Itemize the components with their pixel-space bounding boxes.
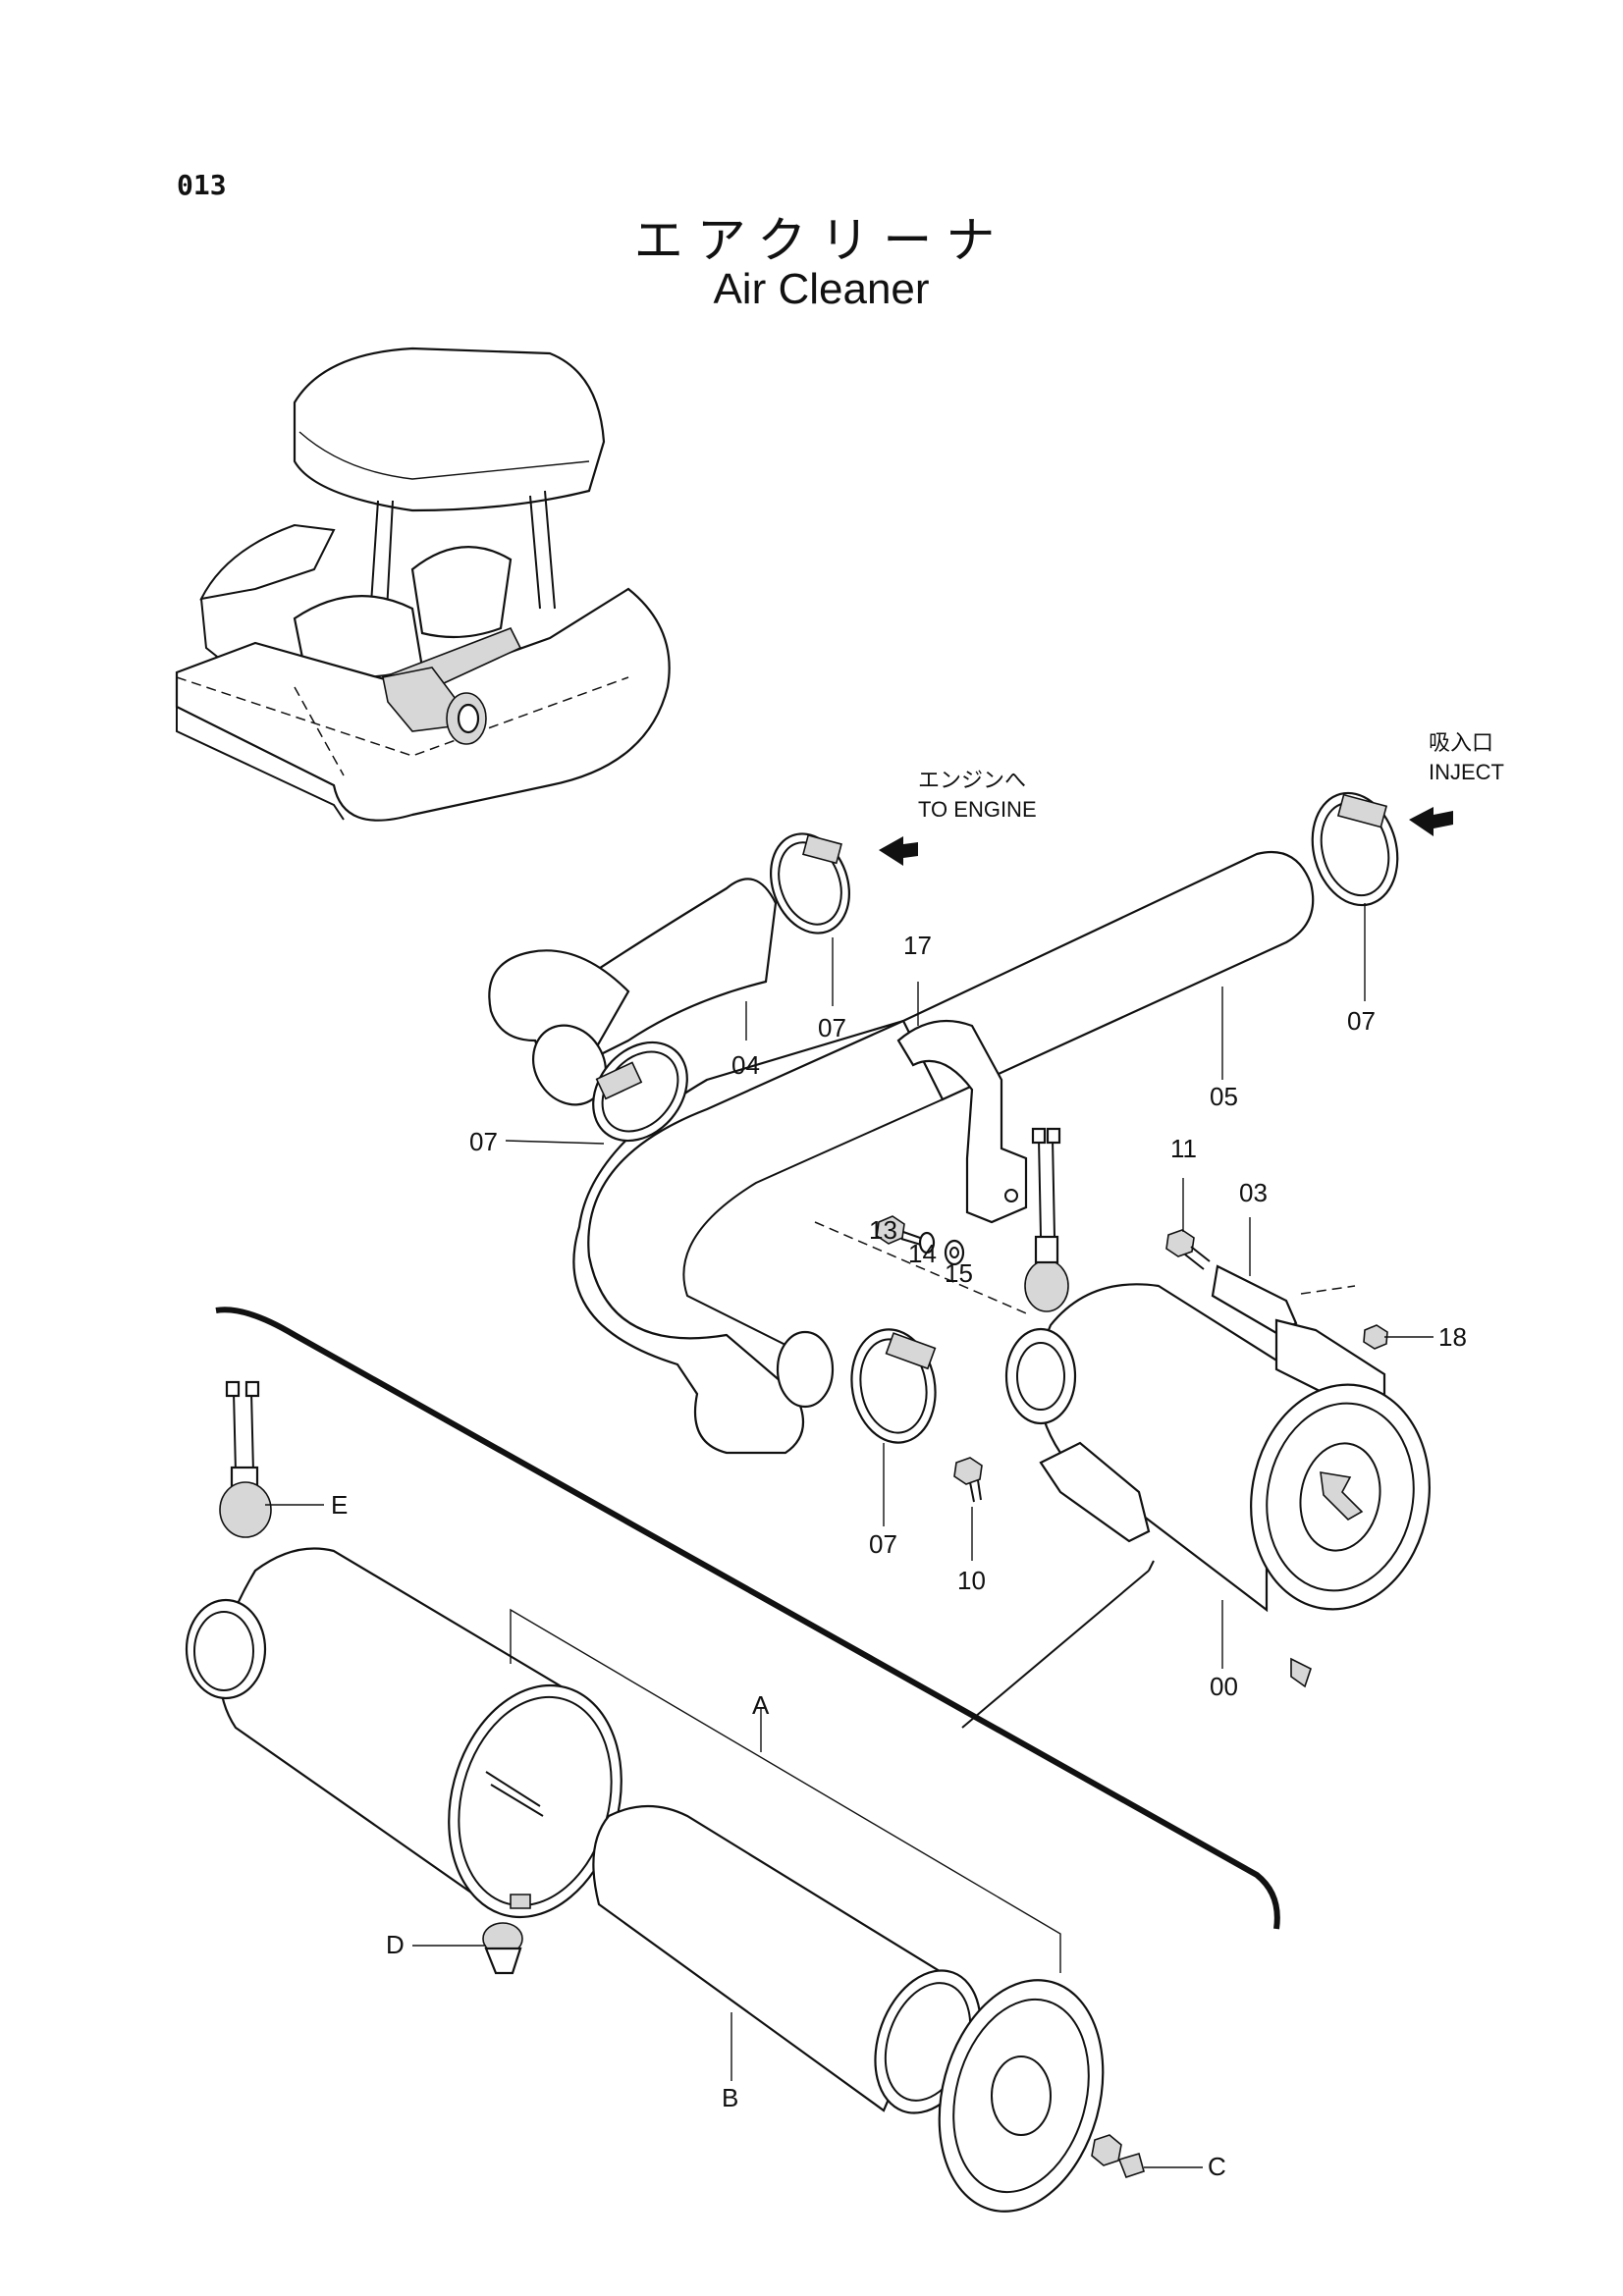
page-code: 013 xyxy=(177,169,227,201)
air-cleaner-assembly-00 xyxy=(1004,1264,1431,1688)
inject-note-en: INJECT xyxy=(1429,760,1504,784)
callout-15: 15 xyxy=(945,1258,973,1288)
exploded-view-divider xyxy=(215,1307,1280,1930)
title-english: Air Cleaner xyxy=(713,265,930,313)
clamp-07-left xyxy=(592,1041,688,1143)
washer-14 xyxy=(918,1231,936,1255)
callout-04: 04 xyxy=(731,1050,760,1080)
clamp-07-lower xyxy=(850,1328,937,1444)
callout-17: 17 xyxy=(903,931,932,960)
cover-exploded xyxy=(938,1979,1105,2213)
callout-E: E xyxy=(331,1490,349,1520)
callout-07-lower: 07 xyxy=(869,1529,897,1559)
callout-07-right: 07 xyxy=(1347,1006,1376,1036)
leader-lines xyxy=(265,903,1434,2168)
callout-07-top: 07 xyxy=(818,1013,846,1042)
inject-note-jp: 吸入口 xyxy=(1429,730,1494,755)
wing-nut-C xyxy=(1091,2134,1145,2178)
group-A-bracket xyxy=(510,1608,1061,1973)
filter-element-B xyxy=(592,1804,982,2114)
callout-C: C xyxy=(1208,2152,1226,2181)
callout-07-left: 07 xyxy=(469,1127,498,1156)
bolt-11 xyxy=(1165,1229,1211,1270)
callout-03: 03 xyxy=(1239,1178,1268,1207)
machine-overview xyxy=(175,347,671,822)
inject-note: 吸入口 INJECT xyxy=(1429,728,1504,787)
callout-14: 14 xyxy=(908,1239,937,1268)
title-japanese: エアクリーナ xyxy=(633,212,1009,269)
valve-D xyxy=(482,1922,523,1975)
bracket-17 xyxy=(896,1019,1028,1224)
to-engine-arrow-icon xyxy=(879,836,918,866)
washer-15 xyxy=(944,1239,965,1266)
to-engine-note-jp: エンジンへ xyxy=(918,768,1027,792)
callout-18: 18 xyxy=(1438,1322,1467,1352)
callout-05: 05 xyxy=(1210,1082,1238,1111)
callout-00: 00 xyxy=(1210,1672,1238,1701)
callout-A: A xyxy=(752,1690,770,1720)
bolt-10 xyxy=(953,1457,983,1503)
clamp-07-top-left xyxy=(770,832,850,934)
bolt-13 xyxy=(876,1215,924,1246)
to-engine-note-en: TO ENGINE xyxy=(918,797,1037,822)
air-cleaner-body-exploded xyxy=(185,1547,622,1919)
inject-arrow-icon xyxy=(1409,807,1453,836)
callout-B: B xyxy=(722,2083,739,2112)
restriction-indicator-upper xyxy=(1024,1127,1069,1312)
air-cleaner-location-highlight xyxy=(381,626,522,745)
callout-D: D xyxy=(386,1930,405,1959)
callout-10: 10 xyxy=(957,1566,986,1595)
callout-13: 13 xyxy=(869,1215,897,1245)
clamp-07-right xyxy=(1311,791,1399,907)
callout-11: 11 xyxy=(1170,1134,1197,1163)
restriction-indicator-E xyxy=(219,1380,272,1538)
nut-18 xyxy=(1363,1324,1388,1350)
hose-04 xyxy=(488,878,778,1106)
to-engine-note: エンジンへ TO ENGINE xyxy=(918,766,1037,825)
